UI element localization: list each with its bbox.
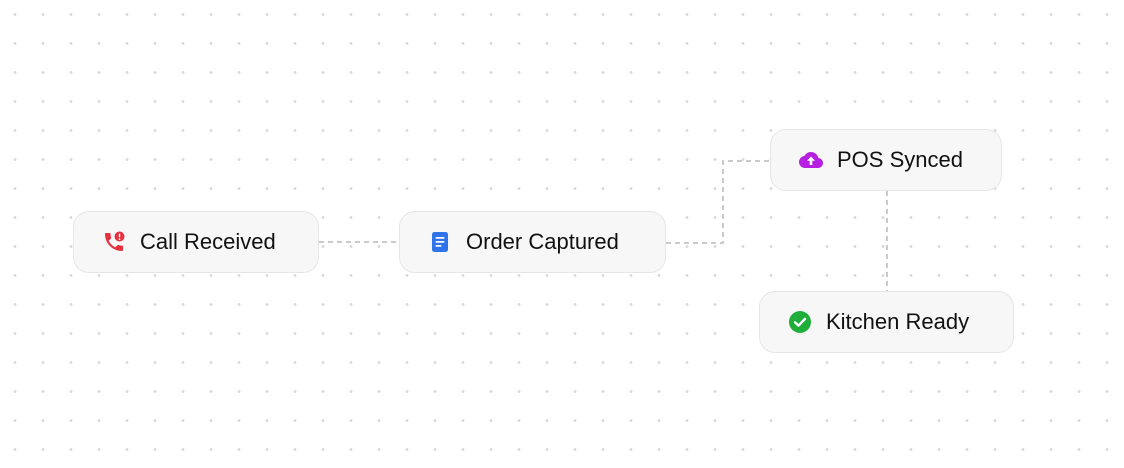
flow-node-label: POS Synced bbox=[837, 147, 963, 172]
flow-node-order-captured[interactable]: Order Captured bbox=[399, 211, 666, 273]
flow-node-label: Kitchen Ready bbox=[826, 309, 970, 334]
check-circle-icon bbox=[788, 310, 812, 334]
cloud-upload-icon bbox=[799, 148, 823, 172]
flow-node-call-received[interactable]: Call Received bbox=[73, 211, 319, 273]
flow-node-label: Call Received bbox=[140, 229, 276, 254]
connector-order-to-pos bbox=[666, 160, 770, 244]
flow-node-pos-synced[interactable]: POS Synced bbox=[770, 129, 1002, 191]
document-icon bbox=[428, 230, 452, 254]
flow-node-label: Order Captured bbox=[466, 229, 619, 254]
phone-alert-icon bbox=[102, 230, 126, 254]
flow-node-kitchen-ready[interactable]: Kitchen Ready bbox=[759, 291, 1014, 353]
